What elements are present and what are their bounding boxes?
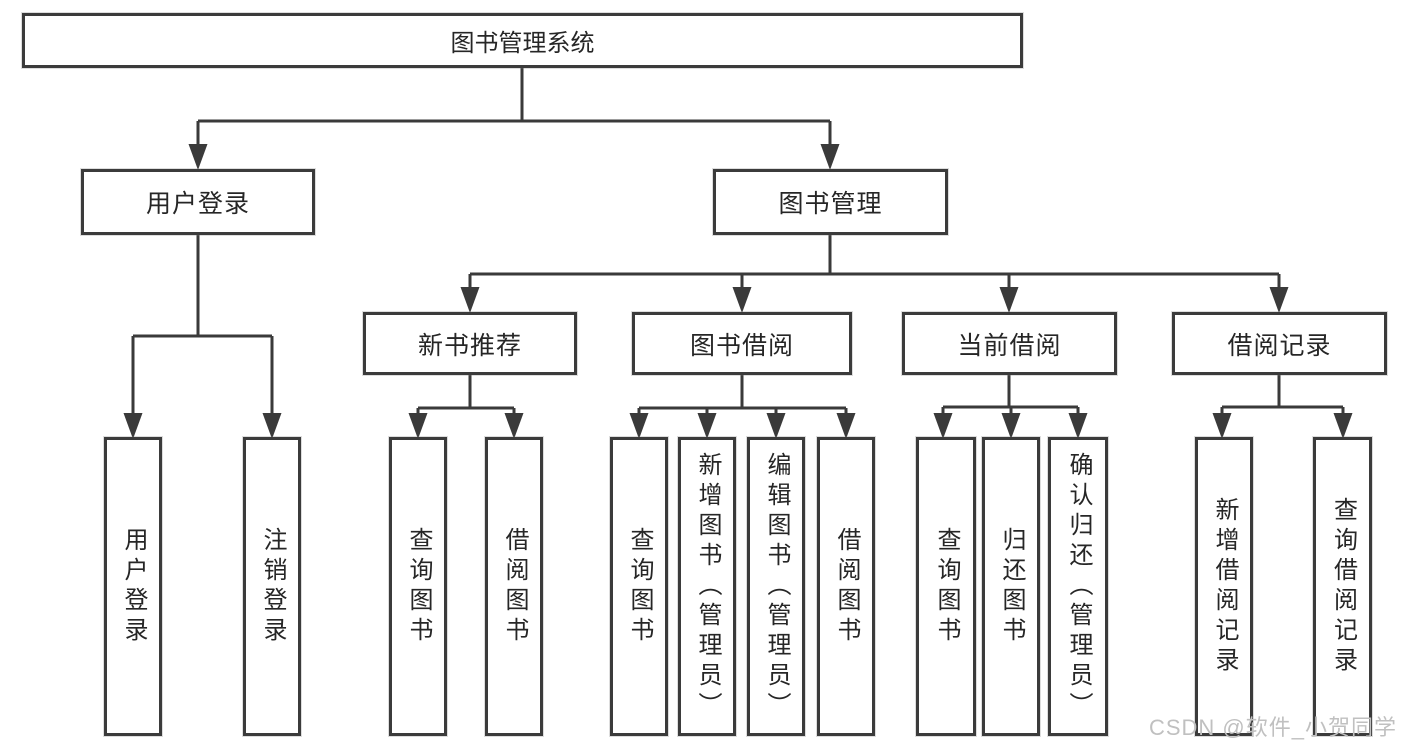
connector-records-to-leaves [1212, 373, 1353, 439]
node-current-borrow: 当前借阅 [902, 312, 1117, 375]
leaf-borrow-edit-book: 编辑图书（管理员） [747, 437, 805, 736]
connector-current-to-leaves [933, 373, 1088, 439]
leaf-records-add-label: 新增借阅记录 [1211, 496, 1238, 677]
node-borrow-records-label: 借阅记录 [1227, 331, 1332, 360]
node-user-login-label: 用户登录 [145, 190, 250, 218]
leaf-newbook-query: 查询图书 [389, 437, 447, 736]
leaf-borrow-query-label: 查询图书 [626, 526, 653, 647]
leaf-user-login: 用户登录 [104, 437, 162, 736]
leaf-newbook-query-label: 查询图书 [405, 526, 432, 647]
leaf-borrow-add-book-label: 新增图书（管理员） [694, 451, 721, 722]
node-new-book-recommend-label: 新书推荐 [417, 331, 522, 360]
node-user-login: 用户登录 [81, 169, 315, 235]
leaf-user-login-label: 用户登录 [120, 526, 147, 647]
leaf-current-query: 查询图书 [916, 437, 976, 736]
node-book-borrow: 图书借阅 [632, 312, 852, 375]
leaf-borrow-borrow-book: 借阅图书 [817, 437, 875, 736]
node-book-management-label: 图书管理 [778, 190, 883, 218]
node-root-label: 图书管理系统 [450, 30, 595, 57]
node-current-borrow-label: 当前借阅 [957, 331, 1062, 360]
leaf-records-add: 新增借阅记录 [1195, 437, 1253, 736]
node-book-management: 图书管理 [713, 169, 948, 235]
leaf-records-query: 查询借阅记录 [1313, 437, 1372, 736]
leaf-logout: 注销登录 [243, 437, 301, 736]
leaf-current-return: 归还图书 [982, 437, 1040, 736]
leaf-newbook-borrow: 借阅图书 [485, 437, 543, 736]
leaf-borrow-add-book: 新增图书（管理员） [678, 437, 736, 736]
connector-newbook-to-leaves [408, 373, 524, 439]
csdn-watermark: CSDN @软件_小贺同学 [1148, 715, 1397, 740]
leaf-current-confirm-return: 确认归还（管理员） [1048, 437, 1108, 736]
leaf-borrow-borrow-book-label: 借阅图书 [833, 526, 860, 647]
connector-userlogin-to-leaves [123, 233, 282, 439]
node-borrow-records: 借阅记录 [1172, 312, 1387, 375]
connector-borrow-to-leaves [629, 373, 856, 439]
leaf-logout-label: 注销登录 [259, 526, 286, 647]
connector-bookmgmt-to-level3 [460, 233, 1289, 313]
node-root-system: 图书管理系统 [22, 13, 1023, 68]
leaf-records-query-label: 查询借阅记录 [1329, 496, 1357, 677]
node-new-book-recommend: 新书推荐 [363, 312, 577, 375]
leaf-current-return-label: 归还图书 [998, 526, 1025, 647]
leaf-newbook-borrow-label: 借阅图书 [501, 526, 528, 647]
leaf-borrow-query: 查询图书 [610, 437, 668, 736]
connector-root-to-level2 [188, 66, 840, 170]
leaf-current-query-label: 查询图书 [933, 526, 960, 647]
leaf-borrow-edit-book-label: 编辑图书（管理员） [763, 451, 790, 722]
leaf-current-confirm-return-label: 确认归还（管理员） [1065, 451, 1092, 722]
node-book-borrow-label: 图书借阅 [689, 331, 794, 360]
